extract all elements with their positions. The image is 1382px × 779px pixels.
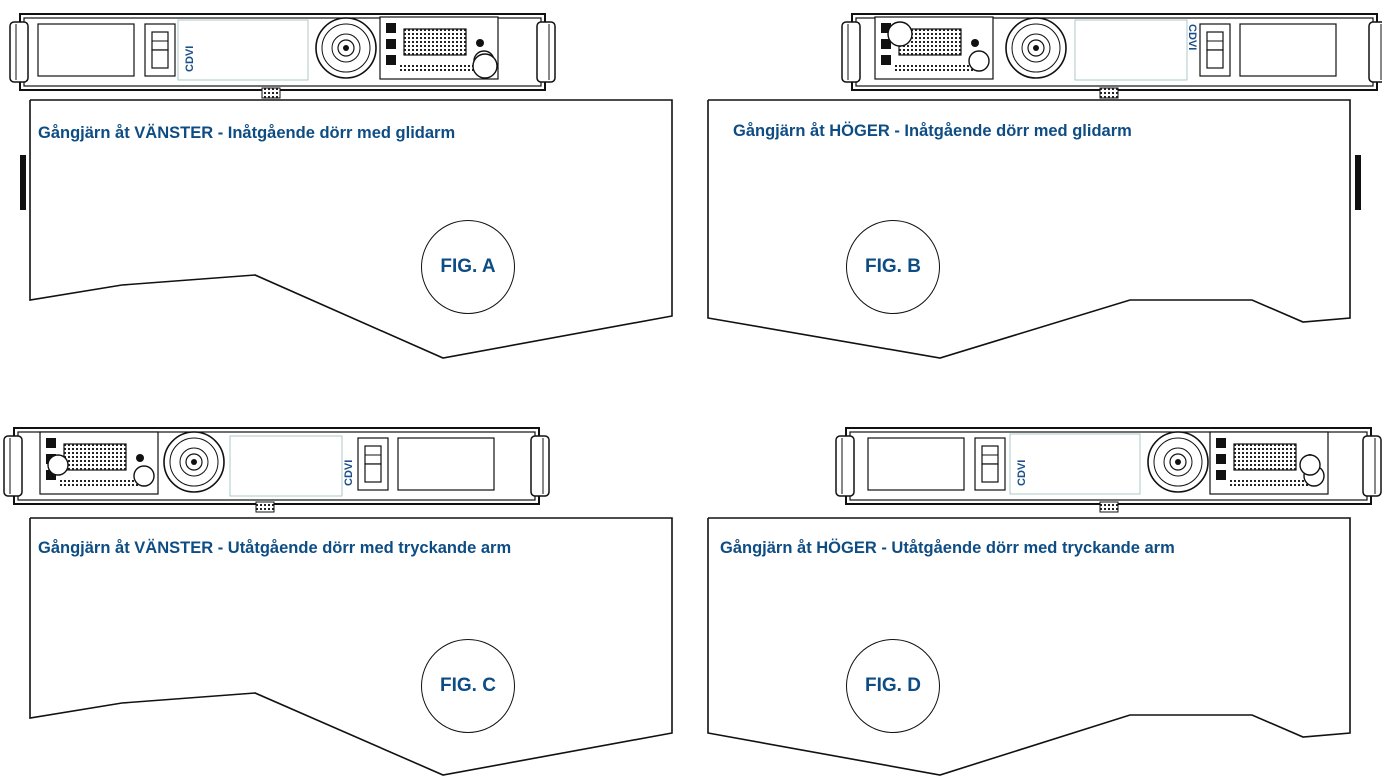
figure-title-b: Gångjärn åt HÖGER - Inåtgående dörr med … bbox=[733, 122, 1132, 140]
figure-title-c: Gångjärn åt VÄNSTER - Utåtgående dörr me… bbox=[38, 539, 512, 557]
cdvi-logo-fig-d: CDVI bbox=[1016, 459, 1028, 486]
figure-label-d: FIG. D bbox=[846, 639, 940, 733]
closer-fig-b bbox=[841, 13, 1382, 99]
door-outline-fig-c bbox=[29, 517, 673, 776]
figure-label-b: FIG. B bbox=[846, 220, 940, 314]
cdvi-logo-fig-b: CDVI bbox=[1186, 24, 1198, 51]
figure-label-a: FIG. A bbox=[421, 220, 515, 314]
figure-title-d: Gångjärn åt HÖGER - Utåtgående dörr med … bbox=[720, 539, 1175, 557]
door-outline-fig-a bbox=[20, 99, 673, 359]
closer-fig-d bbox=[835, 427, 1382, 513]
closer-fig-c bbox=[3, 427, 550, 513]
cdvi-logo-fig-c: CDVI bbox=[343, 459, 355, 486]
cdvi-logo-fig-a: CDVI bbox=[184, 45, 196, 72]
figure-title-a: Gångjärn åt VÄNSTER - Inåtgående dörr me… bbox=[38, 124, 456, 142]
figure-label-c: FIG. C bbox=[421, 639, 515, 733]
closer-fig-a bbox=[9, 13, 556, 99]
